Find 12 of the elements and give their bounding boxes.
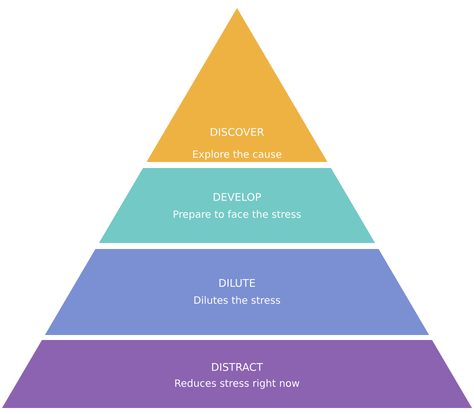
band-description: Reduces stress right now xyxy=(175,379,300,389)
pyramid-band xyxy=(146,8,328,162)
pyramid-band xyxy=(98,168,376,243)
band-description: Dilutes the stress xyxy=(194,296,280,304)
band-description: Prepare to face the stress xyxy=(174,210,301,220)
pyramid-band xyxy=(2,340,472,408)
band-heading: DISCOVER xyxy=(210,128,264,136)
band-description: Explore the cause xyxy=(193,150,282,160)
band-heading: DILUTE xyxy=(219,279,255,287)
band-heading: DISTRACT xyxy=(212,363,263,371)
band-heading: DEVELOP xyxy=(214,193,261,201)
pyramid-band xyxy=(44,248,430,335)
